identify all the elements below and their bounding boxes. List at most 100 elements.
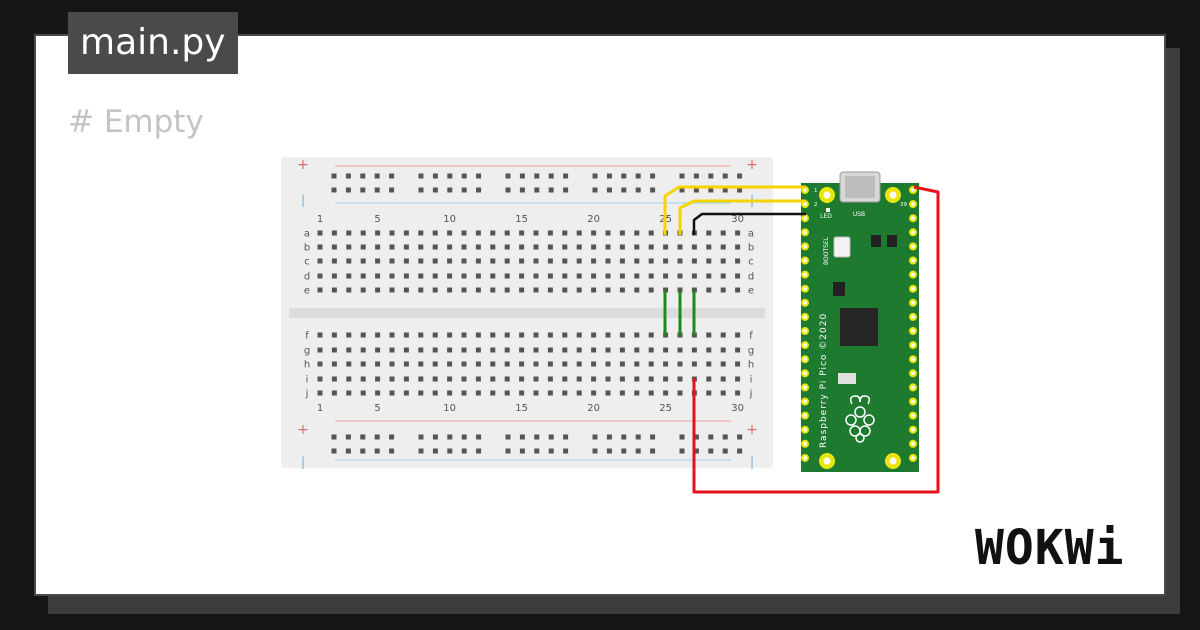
breadboard-hole[interactable] xyxy=(403,273,409,279)
rail-hole[interactable] xyxy=(693,173,699,179)
breadboard-hole[interactable] xyxy=(504,244,510,250)
breadboard-hole[interactable] xyxy=(461,244,467,250)
breadboard-hole[interactable] xyxy=(360,376,366,382)
breadboard-hole[interactable] xyxy=(403,376,409,382)
breadboard-hole[interactable] xyxy=(432,376,438,382)
breadboard-hole[interactable] xyxy=(634,332,640,338)
breadboard-hole[interactable] xyxy=(432,361,438,367)
breadboard-hole[interactable] xyxy=(490,230,496,236)
breadboard-hole[interactable] xyxy=(634,244,640,250)
breadboard-hole[interactable] xyxy=(418,273,424,279)
breadboard-hole[interactable] xyxy=(418,347,424,353)
breadboard-hole[interactable] xyxy=(504,361,510,367)
breadboard-hole[interactable] xyxy=(677,390,683,396)
breadboard-hole[interactable] xyxy=(533,230,539,236)
breadboard-hole[interactable] xyxy=(691,361,697,367)
rail-hole[interactable] xyxy=(722,434,728,440)
breadboard-hole[interactable] xyxy=(519,230,525,236)
breadboard-hole[interactable] xyxy=(576,332,582,338)
breadboard-hole[interactable] xyxy=(389,390,395,396)
rail-hole[interactable] xyxy=(519,173,525,179)
breadboard-hole[interactable] xyxy=(317,244,323,250)
rail-hole[interactable] xyxy=(606,173,612,179)
breadboard-hole[interactable] xyxy=(475,287,481,293)
rail-hole[interactable] xyxy=(650,187,656,193)
breadboard-hole[interactable] xyxy=(591,230,597,236)
bootsel-button[interactable] xyxy=(833,236,851,258)
breadboard-hole[interactable] xyxy=(720,258,726,264)
rail-hole[interactable] xyxy=(345,434,351,440)
rail-hole[interactable] xyxy=(708,448,714,454)
rail-hole[interactable] xyxy=(389,187,395,193)
rail-hole[interactable] xyxy=(650,434,656,440)
breadboard-hole[interactable] xyxy=(519,332,525,338)
breadboard-hole[interactable] xyxy=(461,332,467,338)
breadboard-hole[interactable] xyxy=(375,332,381,338)
rail-hole[interactable] xyxy=(563,187,569,193)
breadboard-hole[interactable] xyxy=(605,376,611,382)
breadboard-hole[interactable] xyxy=(547,390,553,396)
breadboard-hole[interactable] xyxy=(605,258,611,264)
breadboard-hole[interactable] xyxy=(562,273,568,279)
breadboard-hole[interactable] xyxy=(691,273,697,279)
breadboard-hole[interactable] xyxy=(720,376,726,382)
breadboard-hole[interactable] xyxy=(403,390,409,396)
breadboard-hole[interactable] xyxy=(547,361,553,367)
breadboard-hole[interactable] xyxy=(691,347,697,353)
breadboard-hole[interactable] xyxy=(490,287,496,293)
breadboard-hole[interactable] xyxy=(389,376,395,382)
breadboard-hole[interactable] xyxy=(490,347,496,353)
rail-hole[interactable] xyxy=(635,434,641,440)
breadboard-hole[interactable] xyxy=(475,347,481,353)
breadboard-hole[interactable] xyxy=(432,230,438,236)
breadboard-hole[interactable] xyxy=(663,244,669,250)
breadboard-hole[interactable] xyxy=(331,376,337,382)
rail-hole[interactable] xyxy=(505,434,511,440)
rail-hole[interactable] xyxy=(519,187,525,193)
breadboard-hole[interactable] xyxy=(677,273,683,279)
breadboard-hole[interactable] xyxy=(576,361,582,367)
breadboard-hole[interactable] xyxy=(432,244,438,250)
breadboard-hole[interactable] xyxy=(447,390,453,396)
rail-hole[interactable] xyxy=(476,434,482,440)
rail-hole[interactable] xyxy=(505,173,511,179)
breadboard-hole[interactable] xyxy=(317,361,323,367)
breadboard-hole[interactable] xyxy=(490,258,496,264)
rail-hole[interactable] xyxy=(432,173,438,179)
breadboard-hole[interactable] xyxy=(346,230,352,236)
rail-hole[interactable] xyxy=(476,448,482,454)
breadboard-hole[interactable] xyxy=(461,376,467,382)
breadboard-hole[interactable] xyxy=(475,244,481,250)
breadboard-hole[interactable] xyxy=(346,287,352,293)
rail-hole[interactable] xyxy=(621,187,627,193)
breadboard-hole[interactable] xyxy=(331,361,337,367)
breadboard-hole[interactable] xyxy=(375,244,381,250)
breadboard-hole[interactable] xyxy=(735,258,741,264)
breadboard-hole[interactable] xyxy=(619,273,625,279)
rail-hole[interactable] xyxy=(563,173,569,179)
rail-hole[interactable] xyxy=(432,187,438,193)
breadboard-hole[interactable] xyxy=(504,287,510,293)
rail-hole[interactable] xyxy=(737,173,743,179)
rail-hole[interactable] xyxy=(635,173,641,179)
breadboard-hole[interactable] xyxy=(461,273,467,279)
breadboard-hole[interactable] xyxy=(461,347,467,353)
breadboard-hole[interactable] xyxy=(360,287,366,293)
breadboard-hole[interactable] xyxy=(591,390,597,396)
breadboard-hole[interactable] xyxy=(735,361,741,367)
breadboard-hole[interactable] xyxy=(648,347,654,353)
breadboard-hole[interactable] xyxy=(360,361,366,367)
rail-hole[interactable] xyxy=(722,187,728,193)
breadboard-hole[interactable] xyxy=(663,347,669,353)
breadboard-hole[interactable] xyxy=(331,390,337,396)
breadboard-hole[interactable] xyxy=(418,244,424,250)
rail-hole[interactable] xyxy=(432,434,438,440)
rail-hole[interactable] xyxy=(650,448,656,454)
breadboard-hole[interactable] xyxy=(720,347,726,353)
breadboard-hole[interactable] xyxy=(547,347,553,353)
rail-hole[interactable] xyxy=(418,434,424,440)
rail-hole[interactable] xyxy=(447,448,453,454)
breadboard-hole[interactable] xyxy=(418,230,424,236)
breadboard-hole[interactable] xyxy=(519,244,525,250)
